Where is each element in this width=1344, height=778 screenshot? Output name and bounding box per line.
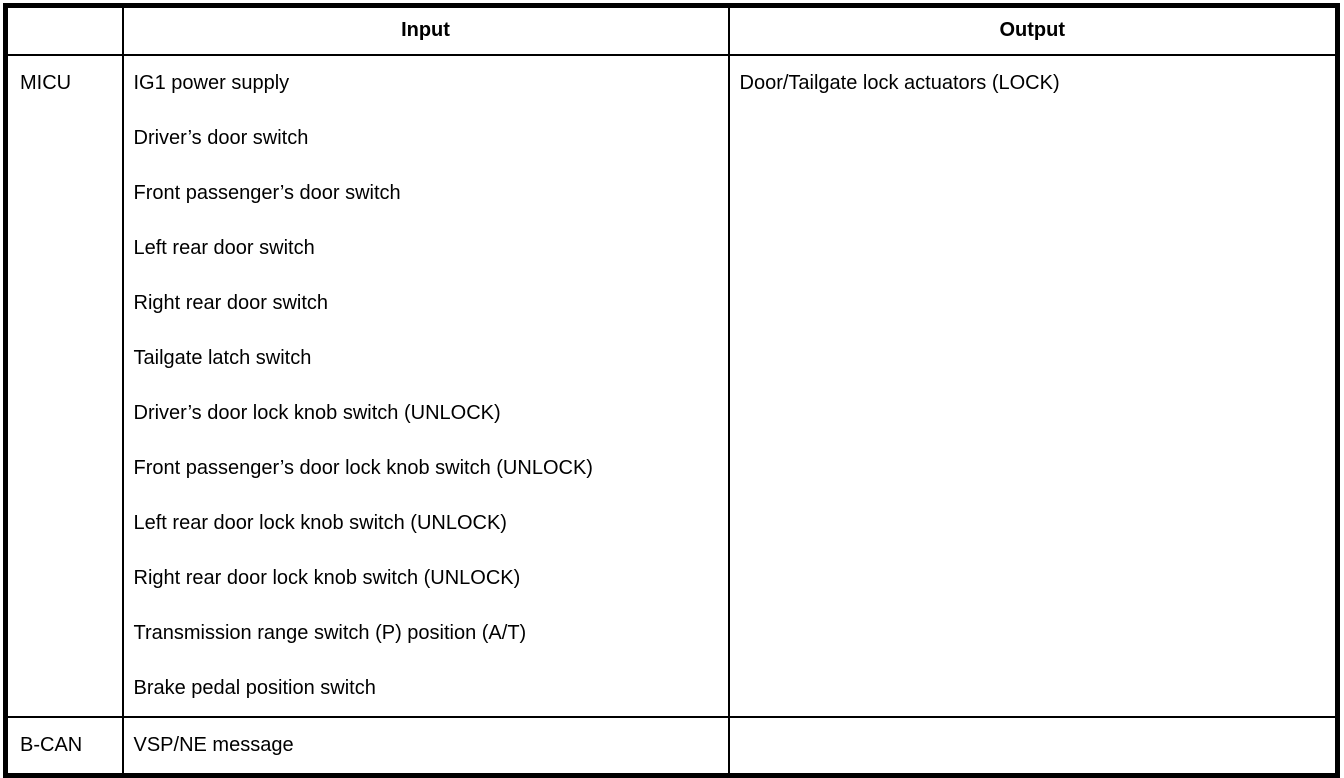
input-item: Right rear door switch [133,291,329,314]
input-item: Driver’s door lock knob switch (UNLOCK) [133,401,501,424]
header-output-cell: Output [727,4,1339,56]
input-item: IG1 power supply [133,71,290,94]
input-item: Tailgate latch switch [133,346,312,369]
header-input-cell: Input [121,4,730,56]
table-row-bcan: B-CAN VSP/NE message [4,715,1339,776]
output-item: Door/Tailgate lock actuators (LOCK) [739,71,1060,94]
micu-output-cell: Door/Tailgate lock actuators (LOCK) [727,53,1339,718]
table-row-micu: MICU IG1 power supply Driver’s door swit… [4,53,1339,718]
input-item: Right rear door lock knob switch (UNLOCK… [133,566,521,589]
input-item: Front passenger’s door lock knob switch … [133,456,593,479]
input-item: Driver’s door switch [133,126,309,149]
input-item: Brake pedal position switch [133,676,376,699]
source-label-bcan: B-CAN [4,715,124,776]
input-item: Front passenger’s door switch [133,181,401,204]
input-item: Transmission range switch (P) position (… [133,621,527,644]
source-label-micu: MICU [4,53,124,718]
input-item: VSP/NE message [133,733,294,756]
input-item: Left rear door lock knob switch (UNLOCK) [133,511,507,534]
bcan-output-cell [727,715,1339,776]
table-header-row: Input Output [4,4,1339,56]
micu-input-cell: IG1 power supply Driver’s door switch Fr… [121,53,730,718]
header-source-cell [4,4,124,56]
input-item: Left rear door switch [133,236,315,259]
input-output-table: Input Output MICU IG1 power supply Drive… [3,3,1340,778]
bcan-input-cell: VSP/NE message [121,715,730,776]
